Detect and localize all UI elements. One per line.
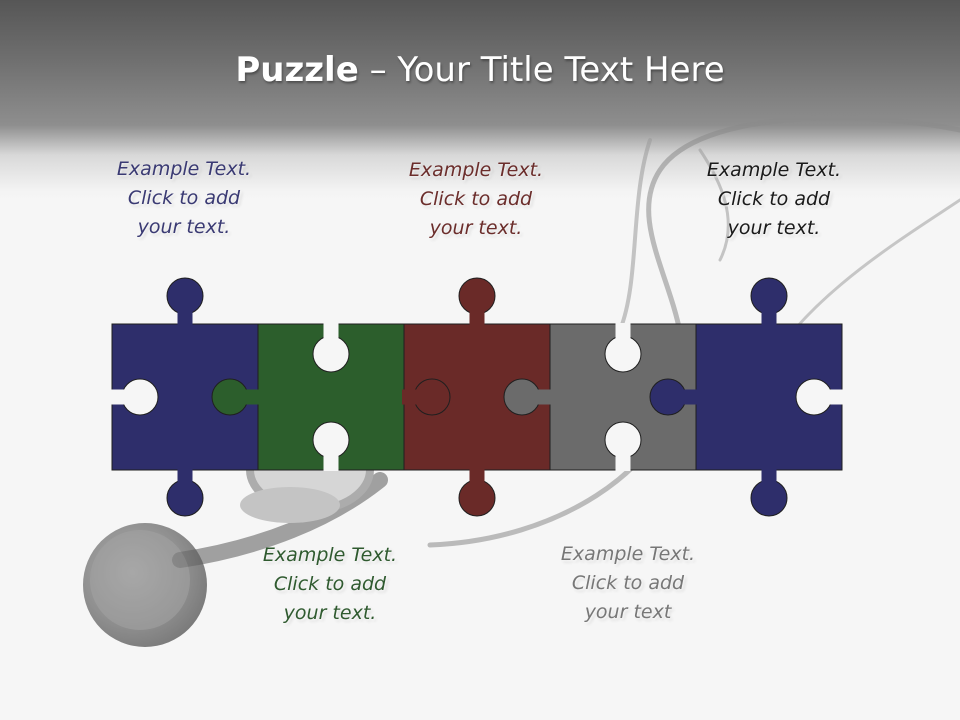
caption-line: your text. <box>283 602 377 624</box>
header-band <box>0 0 960 200</box>
caption-top-middle[interactable]: Example Text. Click to add your text. <box>376 156 576 243</box>
puzzle-piece-green <box>257 323 405 471</box>
caption-bottom-right[interactable]: Example Text. Click to add your text <box>528 540 728 627</box>
caption-bottom-left[interactable]: Example Text. Click to add your text. <box>230 541 430 628</box>
caption-line: Example Text. <box>408 159 544 181</box>
caption-line: Click to add <box>571 572 685 594</box>
caption-line: Example Text. <box>706 159 842 181</box>
caption-top-left[interactable]: Example Text. Click to add your text. <box>84 155 284 242</box>
title-rest: – Your Title Text Here <box>358 50 725 90</box>
caption-top-right[interactable]: Example Text. Click to add your text. <box>674 156 874 243</box>
caption-line: Click to add <box>717 188 831 210</box>
caption-line: your text. <box>429 217 523 239</box>
title-bold: Puzzle <box>235 50 359 90</box>
puzzle-piece-red <box>403 277 551 517</box>
caption-line: Example Text. <box>262 544 398 566</box>
caption-line: Click to add <box>273 573 387 595</box>
caption-line: your text. <box>137 216 231 238</box>
caption-line: your text. <box>727 217 821 239</box>
caption-line: Click to add <box>419 188 533 210</box>
page-title[interactable]: Puzzle – Your Title Text Here <box>0 50 960 90</box>
caption-line: Example Text. <box>116 158 252 180</box>
caption-line: your text <box>584 601 672 623</box>
caption-line: Example Text. <box>560 543 696 565</box>
caption-line: Click to add <box>127 187 241 209</box>
